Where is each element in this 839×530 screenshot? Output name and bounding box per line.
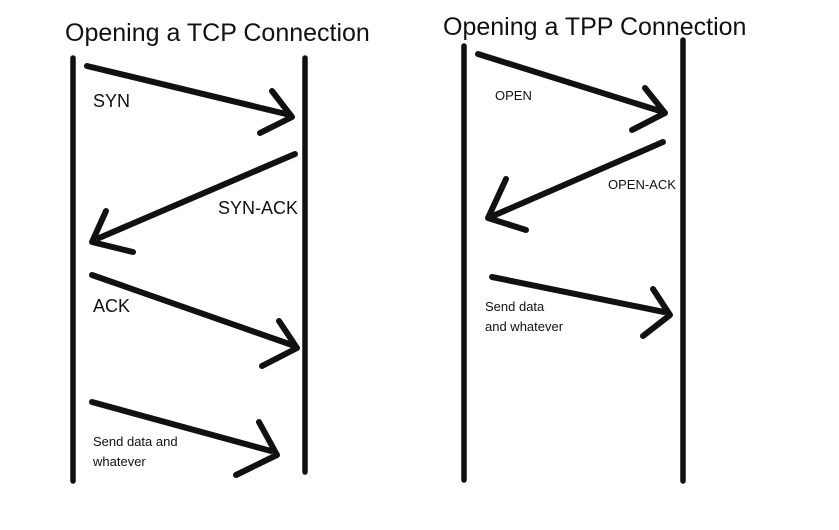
tpp-open-label: OPEN (495, 88, 532, 103)
tpp-open-arrowhead-icon (629, 85, 668, 133)
tpp-send-data-arrowhead-icon (640, 286, 673, 339)
tcp-diagram: Opening a TCP Connection SYN SYN-ACK ACK (65, 19, 370, 484)
tcp-message-send-data: Send data and whatever (89, 399, 280, 478)
tpp-diagram-title: Opening a TPP Connection (443, 13, 746, 41)
tpp-message-send-data: Send data and whatever (485, 274, 673, 339)
tpp-open-ack-arrow-shaft (492, 139, 666, 218)
tpp-open-arrow-shaft (475, 51, 663, 114)
tpp-open-ack-arrowhead-icon (485, 176, 529, 233)
tpp-open-ack-label: OPEN-ACK (608, 177, 676, 192)
tcp-syn-ack-arrowhead-icon (89, 208, 136, 255)
tcp-message-syn: SYN (84, 63, 295, 136)
tcp-send-data-label-line2: whatever (92, 454, 146, 469)
tcp-syn-arrowhead-icon (257, 88, 295, 136)
tcp-message-ack: ACK (89, 272, 300, 369)
tpp-diagram: Opening a TPP Connection OPEN OPEN-ACK S… (443, 13, 746, 484)
tpp-message-open-ack: OPEN-ACK (485, 139, 676, 233)
tcp-send-data-arrow-shaft (89, 399, 274, 454)
tpp-send-data-label-line1: Send data (485, 299, 545, 314)
tcp-syn-ack-arrow-shaft (96, 151, 298, 241)
tcp-syn-label: SYN (93, 91, 130, 111)
tpp-send-data-arrow-shaft (489, 274, 667, 315)
tpp-message-open: OPEN (475, 51, 668, 133)
tcp-syn-arrow-shaft (84, 63, 289, 117)
tcp-send-data-label-line1: Send data and (93, 434, 178, 449)
tpp-send-data-label-line2: and whatever (485, 319, 564, 334)
tcp-ack-arrow-shaft (89, 272, 295, 348)
tcp-ack-arrowhead-icon (259, 318, 300, 369)
tcp-message-syn-ack: SYN-ACK (89, 151, 298, 255)
tcp-syn-ack-label: SYN-ACK (218, 198, 298, 218)
tcp-ack-label: ACK (93, 296, 130, 316)
tcp-diagram-title: Opening a TCP Connection (65, 19, 370, 47)
tcp-send-data-arrowhead-icon (233, 419, 280, 478)
